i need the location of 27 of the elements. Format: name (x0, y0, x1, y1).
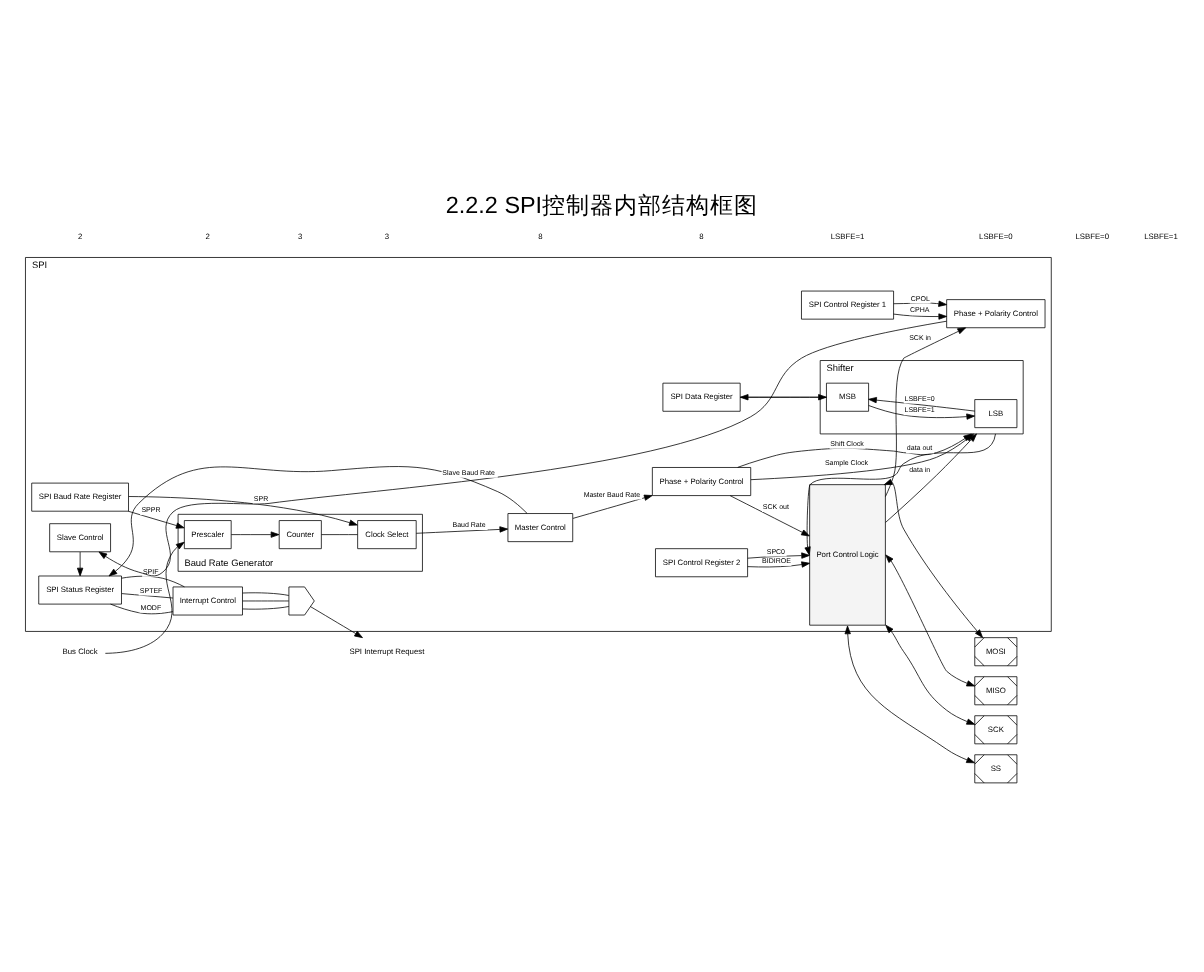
connector (121, 592, 174, 598)
arrow (747, 551, 810, 558)
arrow (885, 553, 976, 686)
arrow (739, 393, 827, 400)
diagram-title: 2.2.2 SPI控制器内部结构框图 (445, 191, 759, 218)
arrow (729, 494, 810, 536)
arrow (747, 560, 810, 567)
connector (242, 591, 290, 595)
arrow (844, 624, 975, 763)
arrow (885, 623, 976, 724)
arrow (893, 312, 948, 319)
arrow (230, 530, 280, 537)
arrow (127, 509, 185, 528)
arrow (77, 550, 84, 576)
connector (242, 599, 290, 601)
arrow (893, 299, 947, 306)
connector (321, 533, 358, 534)
arrow (868, 396, 976, 411)
connector (242, 605, 290, 609)
arrow (104, 540, 185, 653)
arrow (572, 493, 653, 518)
arrow (415, 525, 509, 533)
arrow (310, 605, 363, 638)
node-gate (288, 585, 315, 615)
connector (121, 574, 185, 587)
arrow (885, 326, 966, 496)
arrow (883, 477, 983, 637)
